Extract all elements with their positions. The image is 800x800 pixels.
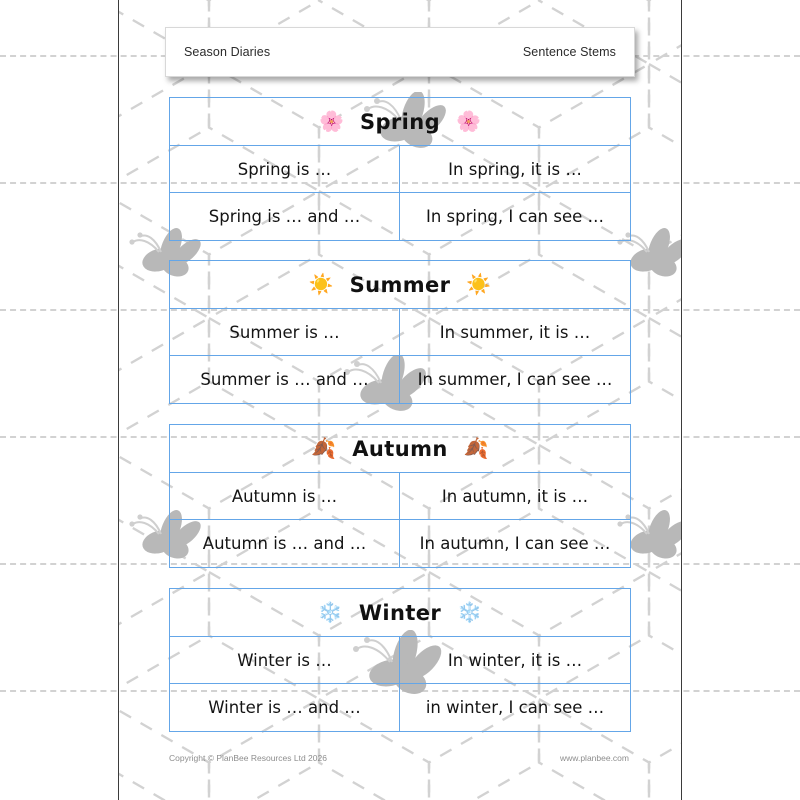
season-table-winter: ❄️ Winter ❄️ Winter is … In winter, it i… [169, 588, 631, 732]
sentence-stem-cell[interactable]: Summer is … [170, 309, 400, 355]
season-title-row-autumn: 🍂 Autumn 🍂 [170, 425, 630, 473]
header-left-title: Season Diaries [184, 45, 271, 59]
season-table-spring: 🌸 Spring 🌸 Spring is … In spring, it is … [169, 97, 631, 241]
sun-icon: ☀️ [308, 273, 334, 296]
worksheet-page: Season Diaries Sentence Stems [118, 0, 682, 800]
sentence-stem-cell[interactable]: In winter, it is … [447, 650, 583, 670]
season-title-row-spring: 🌸 Spring 🌸 [170, 98, 630, 146]
sentence-stem-cell[interactable]: Winter is … [170, 637, 400, 683]
sentence-stem-cell[interactable]: Autumn is … [170, 473, 400, 519]
sentence-stem-cell[interactable]: In spring, it is … [448, 159, 582, 179]
season-title-winter: Winter [358, 600, 442, 625]
season-table-summer: ☀️ Summer ☀️ Summer is … In summer, it i… [169, 260, 631, 404]
watermark-rule [0, 182, 800, 184]
sentence-stem-row: Winter is … and … in winter, I can see … [170, 684, 630, 731]
season-title-row-winter: ❄️ Winter ❄️ [170, 589, 630, 637]
sentence-stem-cell[interactable]: In summer, it is … [439, 322, 591, 342]
cherry-blossom-icon: 🌸 [319, 110, 344, 133]
sentence-stem-row: Autumn is … In autumn, it is … [170, 473, 630, 520]
sentence-stem-cell[interactable]: In autumn, it is … [441, 486, 589, 506]
footer-website-url[interactable]: www.planbee.com [560, 753, 629, 763]
sentence-stem-cell[interactable]: In spring, I can see … [425, 207, 605, 226]
sentence-stem-row: Winter is … In winter, it is … [170, 637, 630, 684]
fallen-leaf-icon: 🍂 [311, 437, 337, 460]
watermark-rule [0, 563, 800, 565]
sentence-stem-cell[interactable]: Spring is … and … [170, 193, 400, 240]
watermark-rule [0, 309, 800, 311]
sun-icon: ☀️ [466, 273, 492, 296]
sentence-stem-row: Spring is … and … In spring, I can see … [170, 193, 630, 240]
watermark-rule [0, 436, 800, 438]
sentence-stem-cell[interactable]: Summer is … and … [170, 356, 400, 403]
season-title-row-summer: ☀️ Summer ☀️ [170, 261, 630, 309]
fallen-leaf-icon: 🍂 [463, 437, 489, 460]
sentence-stem-row: Summer is … and … In summer, I can see … [170, 356, 630, 403]
season-title-autumn: Autumn [352, 436, 448, 461]
season-title-summer: Summer [349, 272, 451, 297]
sentence-stem-cell[interactable]: In summer, I can see … [417, 370, 613, 389]
season-title-spring: Spring [359, 109, 441, 134]
sentence-stem-cell[interactable]: In autumn, I can see … [419, 534, 611, 553]
header-right-title: Sentence Stems [522, 45, 616, 59]
sentence-stem-row: Summer is … In summer, it is … [170, 309, 630, 356]
snowflake-icon: ❄️ [317, 601, 343, 624]
sentence-stem-cell[interactable]: Autumn is … and … [170, 520, 400, 567]
footer-copyright: Copyright © PlanBee Resources Ltd 2026 [169, 753, 327, 763]
sentence-stem-cell[interactable]: in winter, I can see … [425, 698, 605, 717]
sentence-stem-cell[interactable]: Winter is … and … [170, 684, 400, 731]
sentence-stem-cell[interactable]: Spring is … [170, 146, 400, 192]
sentence-stem-row: Autumn is … and … In autumn, I can see … [170, 520, 630, 567]
worksheet-header-bar: Season Diaries Sentence Stems [165, 27, 635, 77]
snowflake-icon: ❄️ [457, 601, 483, 624]
cherry-blossom-icon: 🌸 [456, 110, 481, 133]
sentence-stem-row: Spring is … In spring, it is … [170, 146, 630, 193]
season-table-autumn: 🍂 Autumn 🍂 Autumn is … In autumn, it is … [169, 424, 631, 568]
